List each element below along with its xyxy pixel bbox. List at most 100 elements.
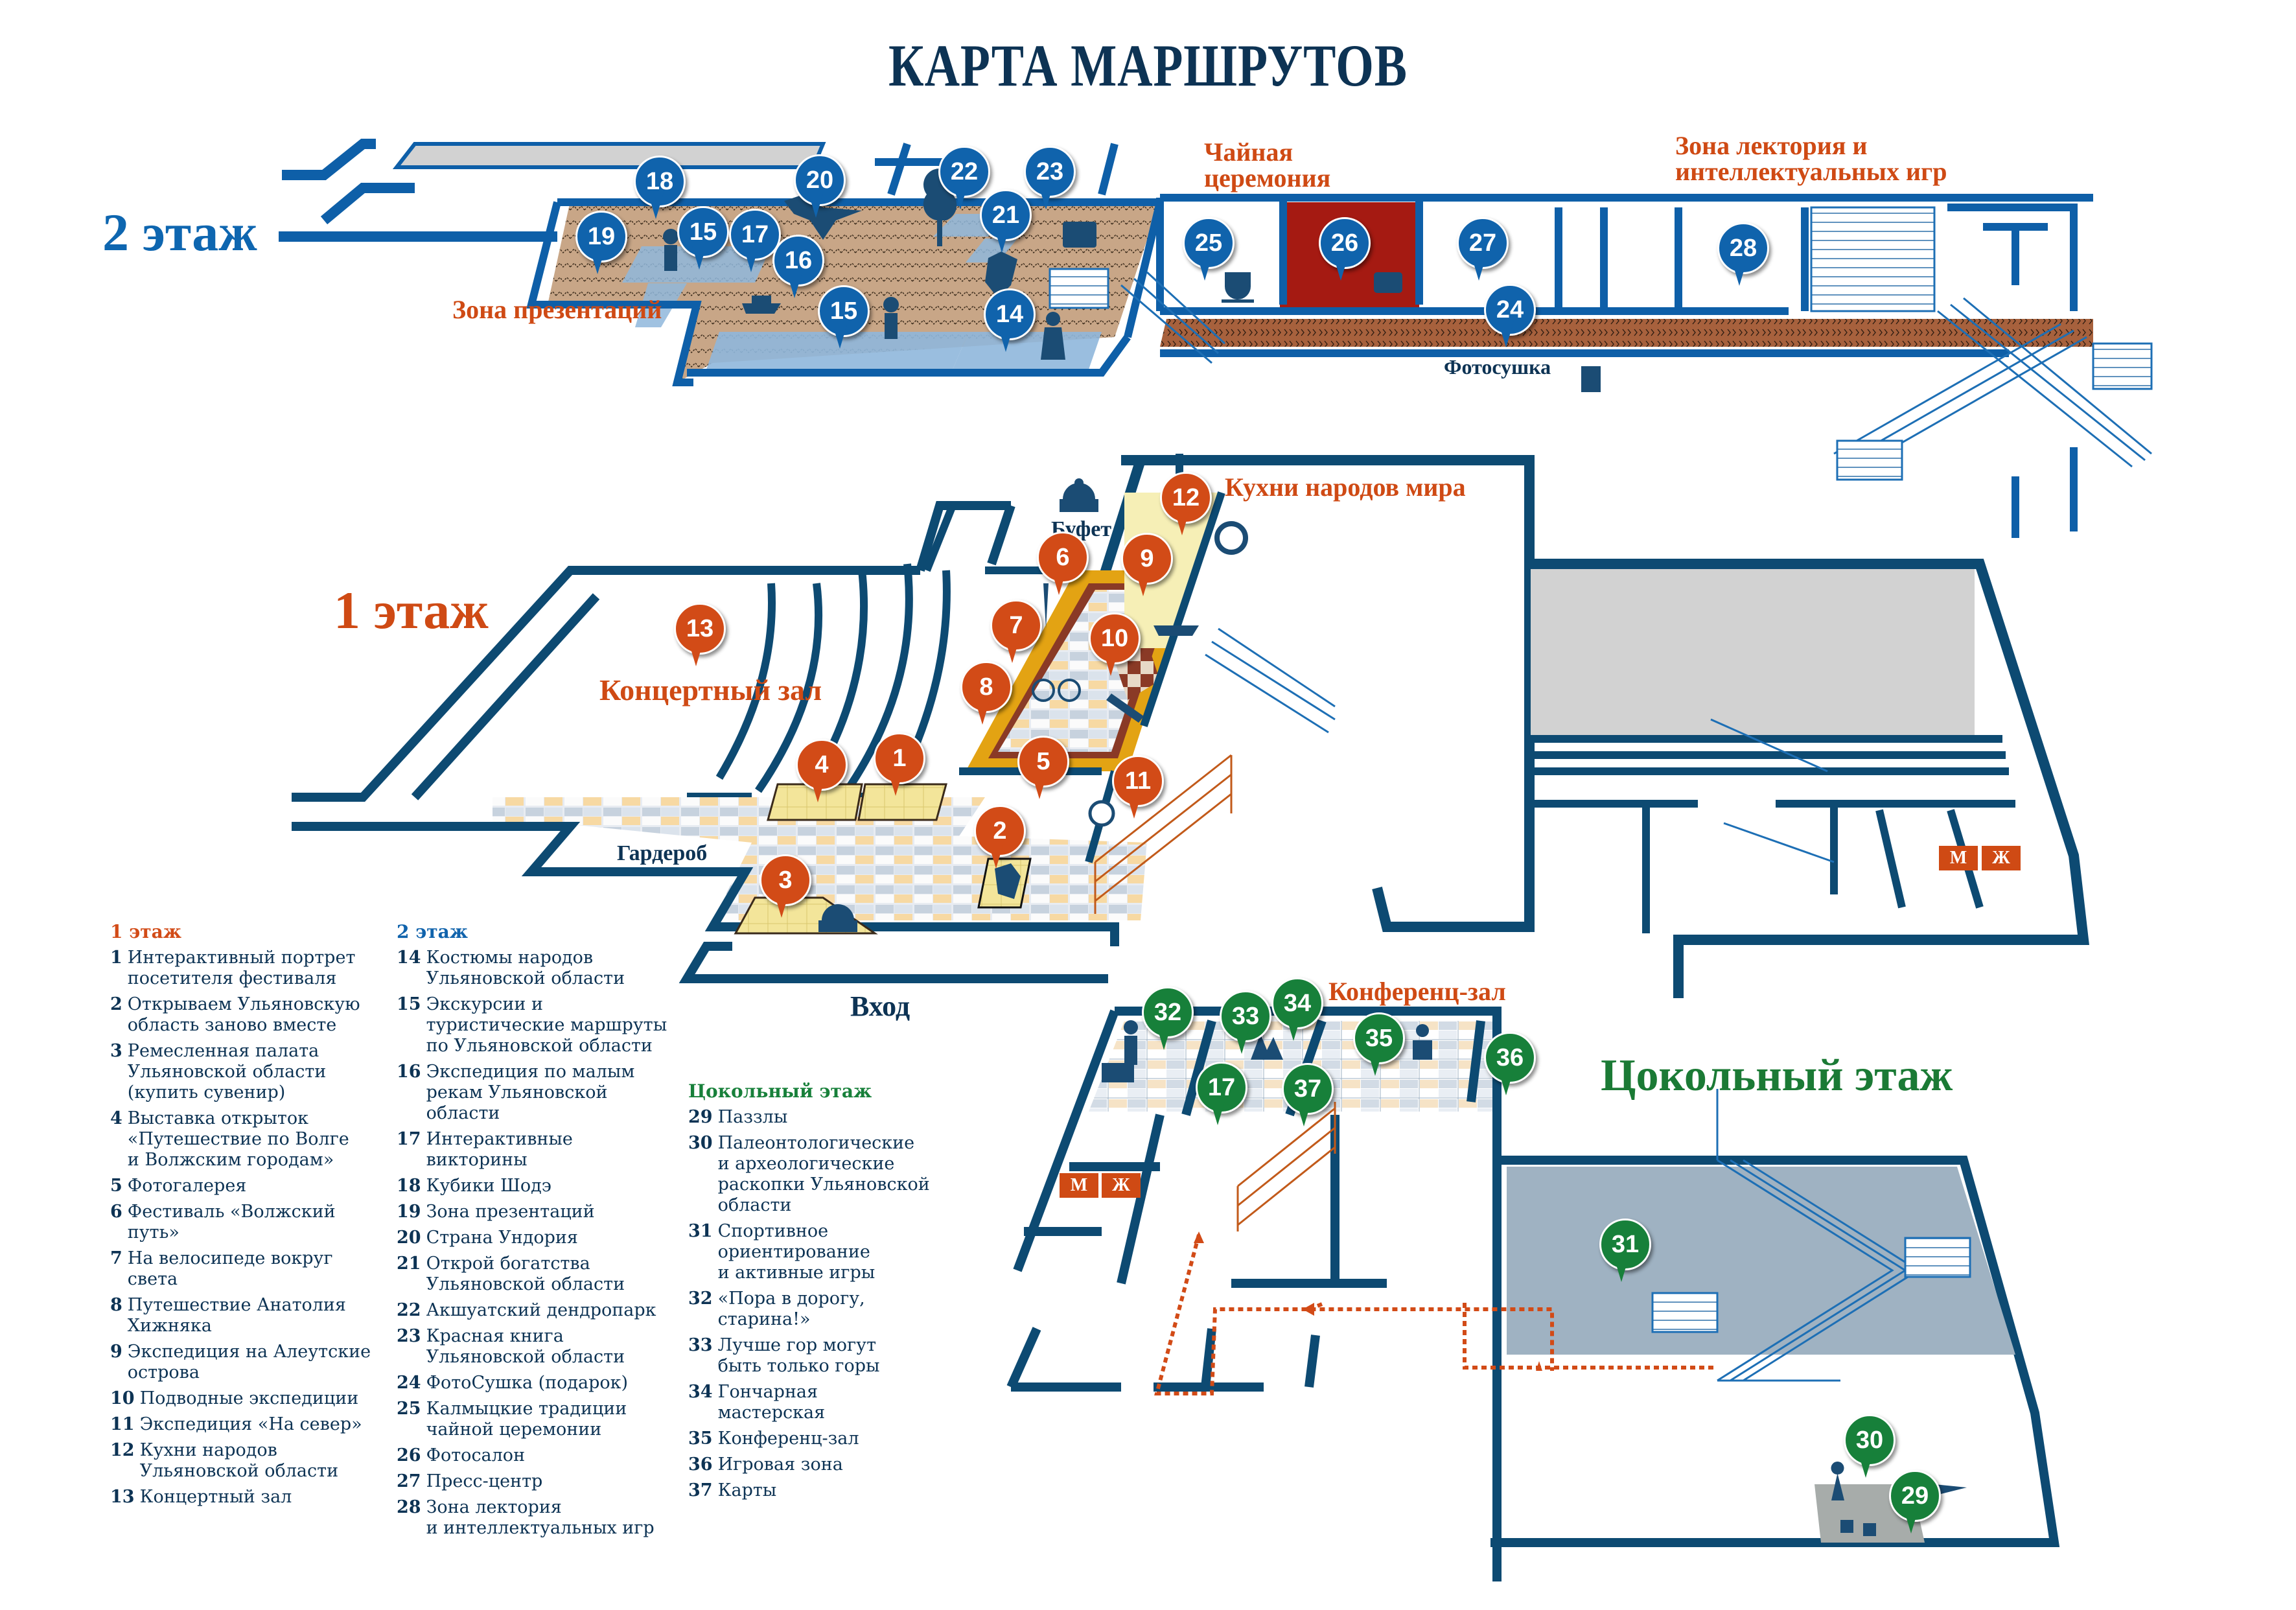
legend-item-number: 13 bbox=[110, 1487, 135, 1507]
legend-item-text: Открой богатства Ульяновской области bbox=[426, 1254, 625, 1294]
label-entrance: Вход bbox=[850, 990, 910, 1022]
region-map-icon bbox=[985, 251, 1017, 298]
pin-4[interactable]: 4 bbox=[796, 739, 848, 804]
pin-37[interactable]: 37 bbox=[1282, 1063, 1334, 1128]
pin-28[interactable]: 28 bbox=[1717, 222, 1769, 287]
pin-24[interactable]: 24 bbox=[1484, 284, 1536, 349]
zone-label-lecture: Зона лектория и интеллектуальных игр bbox=[1675, 131, 1947, 186]
pin-19[interactable]: 19 bbox=[575, 211, 627, 275]
pin-23[interactable]: 23 bbox=[1024, 146, 1076, 211]
legend-item-number: 12 bbox=[110, 1440, 135, 1460]
legend-item-text: Спортивное ориентирование и активные игр… bbox=[717, 1221, 875, 1283]
pin-16[interactable]: 16 bbox=[772, 235, 824, 299]
legend-item-text: Конференц-зал bbox=[717, 1429, 859, 1449]
bicycle-icon bbox=[1032, 679, 1055, 702]
pin-33[interactable]: 33 bbox=[1220, 990, 1271, 1055]
pin-36[interactable]: 36 bbox=[1484, 1032, 1536, 1097]
orange-route-path-2 bbox=[1463, 1303, 1717, 1370]
legend-item-text: Карты bbox=[717, 1480, 777, 1500]
pin-35[interactable]: 35 bbox=[1353, 1012, 1405, 1077]
zone-label-photodry: Фотосушка bbox=[1444, 355, 1551, 379]
pin-12[interactable]: 12 bbox=[1160, 472, 1212, 537]
pin-21[interactable]: 21 bbox=[980, 189, 1032, 254]
legend-item-number: 18 bbox=[397, 1176, 421, 1196]
pin-18[interactable]: 18 bbox=[634, 156, 686, 220]
pin-30[interactable]: 30 bbox=[1844, 1414, 1896, 1479]
legend-item-text: Зона лектория и интеллектуальных игр bbox=[426, 1497, 655, 1538]
floor1-outer-wall bbox=[1096, 455, 2089, 998]
sports-hall-31 bbox=[1507, 1167, 2015, 1355]
floor2-right-walls bbox=[1156, 194, 2093, 357]
pin-3[interactable]: 3 bbox=[760, 854, 811, 919]
legend-item-number: 33 bbox=[688, 1335, 713, 1355]
legend-item-text: ФотоСушка (подарок) bbox=[426, 1373, 629, 1393]
zone-label-tea-ceremony: Чайная церемония bbox=[1204, 137, 1331, 192]
floor2-stairwell bbox=[1810, 204, 2153, 538]
pin-14[interactable]: 14 bbox=[984, 288, 1036, 353]
pin-31[interactable]: 31 bbox=[1599, 1219, 1651, 1283]
legend-item-text: Выставка открыток «Путешествие по Волге … bbox=[127, 1108, 349, 1170]
floor2-gray-area bbox=[392, 142, 826, 169]
pin-5[interactable]: 5 bbox=[1017, 736, 1069, 800]
pin-2[interactable]: 2 bbox=[974, 805, 1026, 870]
pin-34[interactable]: 34 bbox=[1271, 977, 1323, 1042]
legend-item-text: Костюмы народов Ульяновской области bbox=[426, 948, 625, 988]
camera-icon bbox=[1374, 272, 1402, 293]
floor2-icons bbox=[663, 169, 1601, 392]
pin-26[interactable]: 26 bbox=[1319, 217, 1371, 282]
pin-1[interactable]: 1 bbox=[874, 732, 925, 797]
legend-item-number: 14 bbox=[397, 948, 421, 968]
pin-29[interactable]: 29 bbox=[1889, 1470, 1941, 1535]
floor2-label: 2 этаж bbox=[102, 203, 257, 262]
legend-item-number: 6 bbox=[110, 1202, 122, 1222]
concert-hall-walls bbox=[292, 501, 1015, 802]
floor1-gray-hall bbox=[1531, 569, 1975, 738]
zone-label-concert-hall: Концертный зал bbox=[599, 673, 822, 706]
page-title: КАРТА МАРШРУТОВ bbox=[888, 32, 1408, 99]
pin-15-lower[interactable]: 15 bbox=[818, 285, 870, 350]
legend-item-text: Экспедиция на Алеутские острова bbox=[127, 1342, 371, 1382]
legend-item-number: 32 bbox=[688, 1289, 713, 1309]
region-map-icon bbox=[995, 863, 1021, 899]
legend-item-text: «Пора в дорогу, старина!» bbox=[717, 1289, 865, 1329]
pin-13[interactable]: 13 bbox=[674, 603, 726, 668]
pin-20[interactable]: 20 bbox=[794, 154, 846, 219]
legend-item-text: Экспедиция «На север» bbox=[139, 1414, 362, 1434]
pin-10[interactable]: 10 bbox=[1089, 612, 1141, 677]
legend-item-number: 27 bbox=[397, 1471, 421, 1491]
pin-7[interactable]: 7 bbox=[990, 600, 1042, 664]
legend-basement-heading: Цокольный этаж bbox=[688, 1080, 872, 1102]
pin-22[interactable]: 22 bbox=[938, 146, 990, 211]
pin-17[interactable]: 17 bbox=[729, 209, 781, 274]
basement-stairs-orange bbox=[1236, 1102, 1336, 1231]
pin-17-basement[interactable]: 17 bbox=[1196, 1062, 1247, 1126]
legend-item-text: Подводные экспедиции bbox=[139, 1388, 359, 1408]
legend-item: 32«Пора в дорогу, старина!» bbox=[688, 1289, 947, 1330]
pin-11[interactable]: 11 bbox=[1112, 755, 1164, 820]
pin-8[interactable]: 8 bbox=[960, 661, 1012, 726]
pin-9[interactable]: 9 bbox=[1121, 533, 1173, 598]
legend-item-number: 7 bbox=[110, 1248, 122, 1268]
pin-15[interactable]: 15 bbox=[677, 206, 729, 271]
pin-32[interactable]: 32 bbox=[1142, 986, 1194, 1051]
restroom-women-floor1: Ж bbox=[1982, 846, 2021, 870]
coin-purse-icon bbox=[818, 904, 857, 932]
pin-6[interactable]: 6 bbox=[1037, 531, 1089, 596]
pin-27[interactable]: 27 bbox=[1457, 217, 1509, 282]
legend-item-text: Экскурсии и туристические маршруты по Ул… bbox=[426, 994, 667, 1056]
floor1-label: 1 этаж bbox=[334, 581, 489, 640]
pin-25[interactable]: 25 bbox=[1183, 217, 1235, 282]
